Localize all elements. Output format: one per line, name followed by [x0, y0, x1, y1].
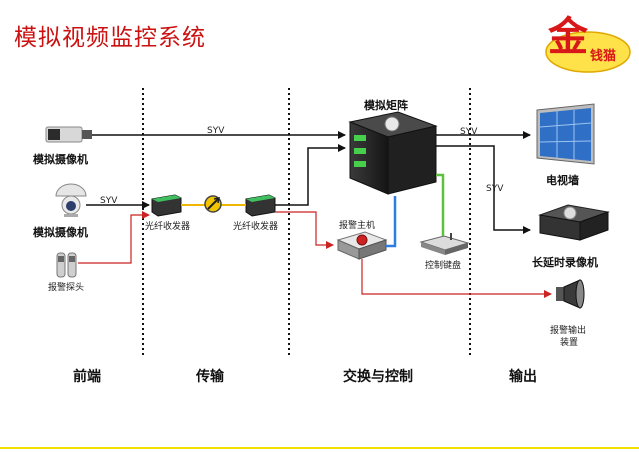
video-link — [436, 145, 531, 234]
syv-label: SYV — [207, 126, 225, 136]
matrix-label: 模拟矩阵 — [364, 99, 408, 112]
section-label-frontend: 前端 — [73, 369, 101, 385]
keyboard-label: 控制键盘 — [425, 261, 462, 271]
alarm-host-icon — [336, 231, 388, 260]
alarm-host-label: 报警主机 — [339, 221, 376, 231]
alarm-output-label: 报警输出 — [550, 326, 587, 336]
video-link — [275, 144, 346, 206]
tv-wall-label: 电视墙 — [546, 174, 579, 187]
logo-sub-chars: 钱猫 — [590, 48, 616, 64]
alarm-speaker-icon — [556, 279, 585, 309]
logo-main-char: 金 — [547, 13, 589, 60]
logo: 金 钱猫 — [545, 13, 631, 73]
page-title: 模拟视频监控系统 — [14, 25, 206, 51]
camera-icon — [45, 126, 92, 143]
alarm-link — [275, 211, 334, 249]
alarm-link — [361, 259, 552, 298]
dvr-label: 长延时录像机 — [532, 256, 598, 269]
alarm-probe-icon — [56, 252, 77, 278]
section-label-switching-control: 交换与控制 — [343, 369, 413, 385]
syv-label: SYV — [486, 184, 504, 194]
syv-label: SYV — [100, 196, 118, 206]
camera1-label: 模拟摄像机 — [33, 153, 88, 166]
transceiver1-label: 光纤收发器 — [145, 222, 191, 232]
section-label-transmission: 传输 — [196, 369, 224, 385]
section-label-output: 输出 — [509, 369, 537, 385]
control-link-host — [386, 196, 397, 248]
syv-label: SYV — [460, 127, 478, 137]
camera2-label: 模拟摄像机 — [33, 226, 88, 239]
alarm-probe-label: 报警探头 — [48, 283, 85, 293]
fiber-coupler-icon — [204, 195, 222, 213]
transceiver2-label: 光纤收发器 — [233, 222, 279, 232]
alarm-link — [78, 211, 150, 264]
control-keyboard-icon — [419, 233, 470, 255]
fiber-transceiver-icon — [151, 194, 182, 217]
bottom-rule — [0, 447, 639, 449]
matrix-icon — [348, 111, 438, 195]
dome-camera-icon — [55, 183, 87, 217]
tv-wall-icon — [536, 103, 595, 165]
alarm-output-label-2: 装置 — [560, 338, 579, 348]
control-link-keyboard — [436, 173, 445, 236]
dvr-icon — [538, 204, 610, 241]
fiber-transceiver-icon — [245, 194, 276, 217]
